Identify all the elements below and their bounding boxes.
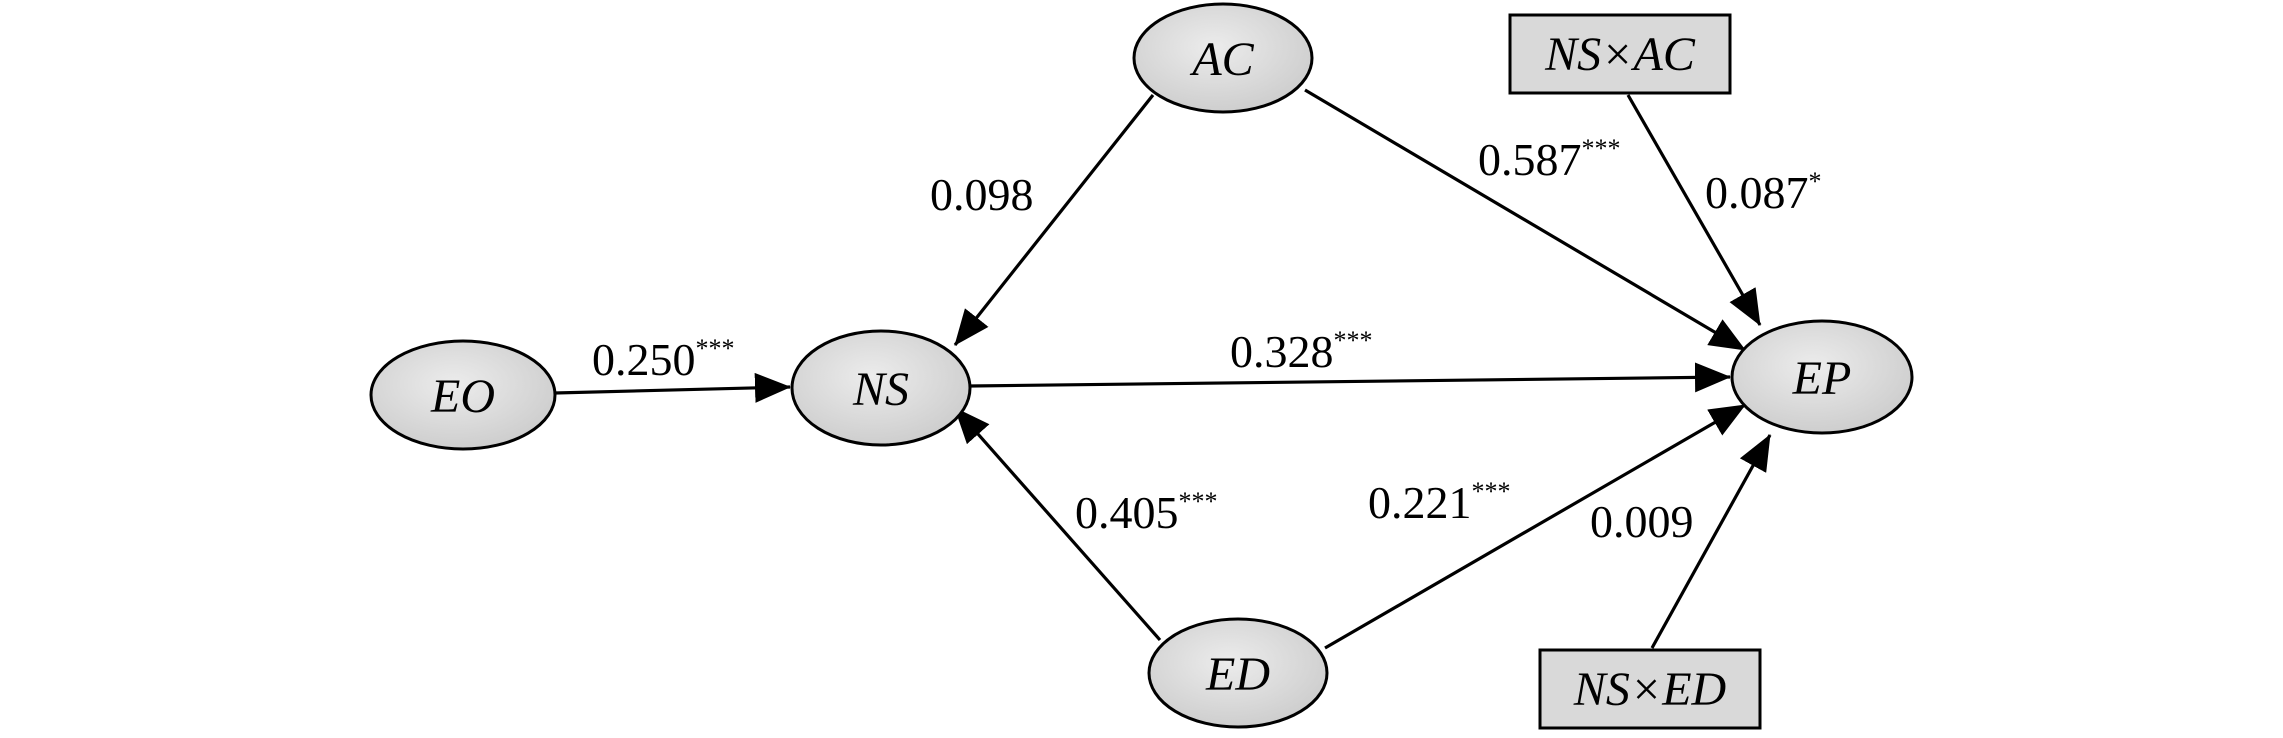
node-ns-ed: NS×ED <box>1538 648 1762 730</box>
edge-nsed-ep <box>1650 434 1772 649</box>
node-eo-label: EO <box>430 370 495 423</box>
node-ns-ac-label: NS×AC <box>1544 28 1696 81</box>
node-ed-label: ED <box>1205 648 1270 701</box>
edge-nsac-ep <box>1626 94 1762 326</box>
node-ns-ac: NS×AC <box>1508 13 1732 95</box>
edge-ns-ep <box>969 362 1731 393</box>
edge-ed-ep <box>1324 403 1746 650</box>
edge-eo-ns <box>554 372 791 403</box>
label-ac-ep: 0.587*** <box>1478 134 1621 185</box>
node-ep-label: EP <box>1792 352 1852 405</box>
label-nsac-ep: 0.087* <box>1705 167 1822 218</box>
node-ac: AC <box>1132 2 1314 114</box>
edge-ac-ns <box>953 94 1155 346</box>
label-ns-ep: 0.328*** <box>1230 326 1373 377</box>
node-ns-ed-label: NS×ED <box>1573 663 1726 716</box>
node-eo: EO <box>369 339 557 451</box>
edge-ed-ns <box>953 406 1162 642</box>
node-ed: ED <box>1147 617 1329 729</box>
label-nsed-ep: 0.009 <box>1590 496 1694 547</box>
node-ns-label: NS <box>852 363 909 416</box>
label-ac-ns: 0.098 <box>930 169 1034 220</box>
label-ed-ns: 0.405*** <box>1075 487 1218 538</box>
node-ep: EP <box>1730 319 1914 435</box>
label-eo-ns: 0.250*** <box>592 334 735 385</box>
node-ns: NS <box>790 329 972 447</box>
label-ed-ep: 0.221*** <box>1368 477 1511 528</box>
node-ac-label: AC <box>1189 33 1254 86</box>
edge-ac-ep <box>1304 88 1746 352</box>
